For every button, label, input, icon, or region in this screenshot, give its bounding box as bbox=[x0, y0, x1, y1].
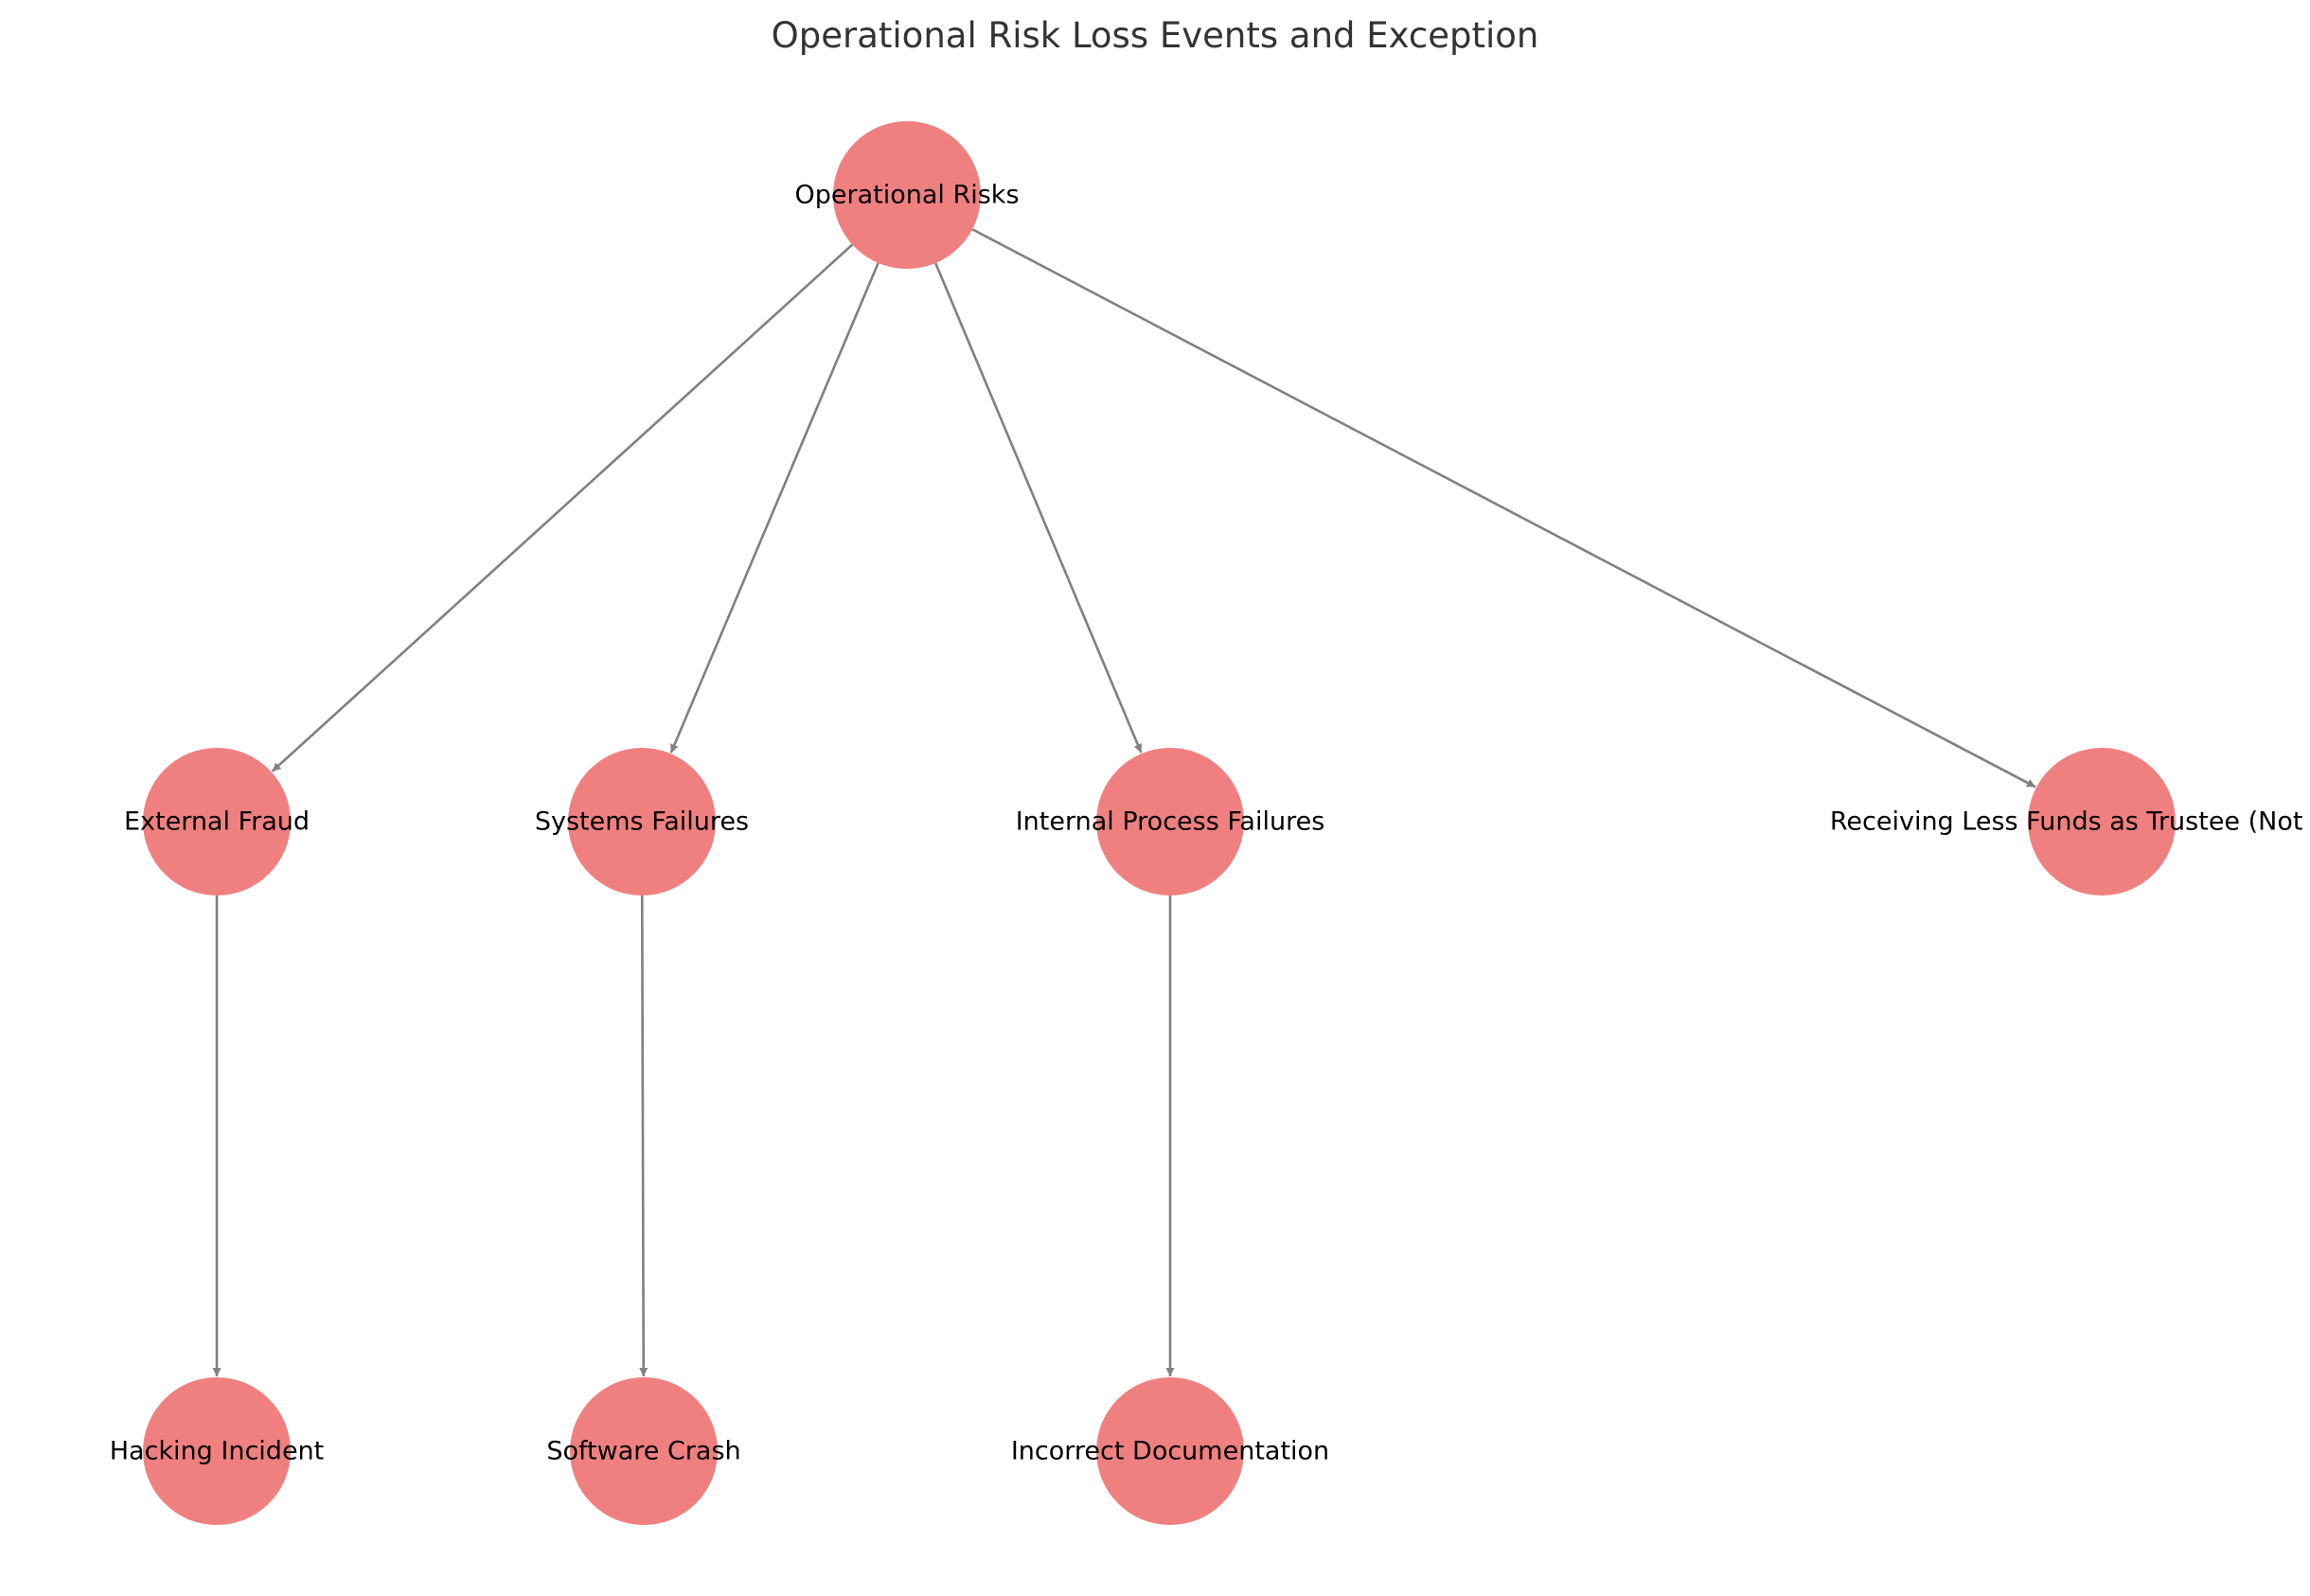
node-label-software-crash: Software Crash bbox=[546, 1437, 740, 1466]
node-label-incorrect-documentation: Incorrect Documentation bbox=[1011, 1437, 1329, 1466]
node-label-hacking-incident: Hacking Incident bbox=[110, 1437, 325, 1466]
diagram-title: Operational Risk Loss Events and Excepti… bbox=[772, 15, 1539, 56]
node-operational-risks bbox=[833, 121, 981, 269]
edge-operational-risks-to-systems-failures bbox=[669, 262, 880, 754]
nodes-layer bbox=[143, 121, 2176, 1525]
node-label-receiving-less-funds: Receiving Less Funds as Trustee (Not Ope… bbox=[1830, 807, 2310, 837]
edges-layer bbox=[212, 228, 2036, 1377]
edge-systems-failures-to-software-crash bbox=[639, 895, 649, 1377]
node-label-operational-risks: Operational Risks bbox=[794, 181, 1019, 210]
node-hacking-incident bbox=[143, 1377, 291, 1525]
node-label-internal-process-failures: Internal Process Failures bbox=[1016, 807, 1325, 837]
edge-operational-risks-to-receiving-less-funds bbox=[971, 228, 2036, 789]
node-receiving-less-funds bbox=[2028, 748, 2176, 896]
node-external-fraud bbox=[143, 748, 291, 896]
edge-operational-risks-to-external-fraud bbox=[271, 243, 854, 772]
node-internal-process-failures bbox=[1096, 748, 1244, 896]
node-software-crash bbox=[570, 1377, 718, 1525]
node-incorrect-documentation bbox=[1096, 1377, 1244, 1525]
node-label-systems-failures: Systems Failures bbox=[535, 807, 749, 837]
node-systems-failures bbox=[568, 748, 716, 896]
edge-operational-risks-to-internal-process-failures bbox=[934, 262, 1143, 754]
node-label-external-fraud: External Fraud bbox=[124, 807, 310, 837]
